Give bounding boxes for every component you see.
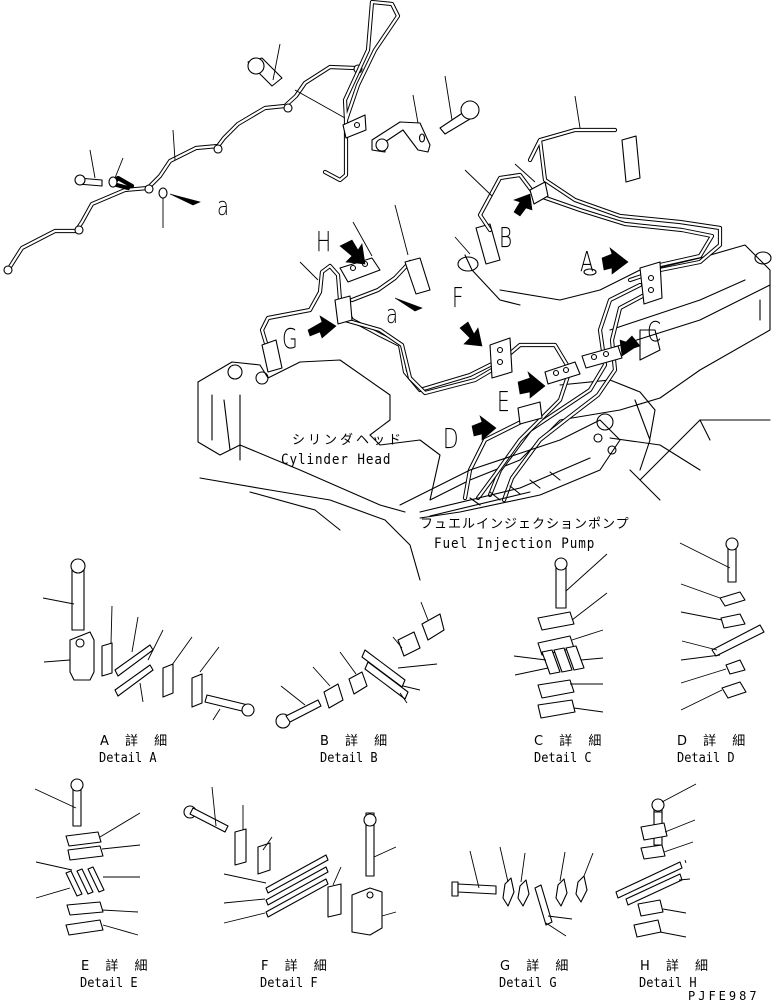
engine-block [197, 244, 772, 581]
callout-h: H [316, 225, 332, 258]
detail-h-title-jp: H 詳 細 [640, 959, 715, 974]
callout-e: E [497, 385, 510, 418]
detail-b-title-jp: B 詳 細 [320, 734, 394, 749]
callout-c: C [647, 315, 662, 348]
detail-e-title-jp: E 詳 細 [81, 959, 154, 974]
callout-a: A [580, 245, 594, 278]
detail-h-parts [615, 783, 697, 938]
cylinder-head-label-en: Cylinder Head [281, 452, 392, 468]
callout-a-lower-top: a [217, 192, 229, 222]
detail-g-title-jp: G 詳 細 [500, 959, 575, 974]
detail-f-parts [183, 786, 397, 936]
fuel-pump-label-jp: フュエルインジェクションポンプ [420, 517, 630, 532]
detail-a-parts [42, 558, 255, 721]
installed-pipe-bundles [259, 95, 771, 519]
detail-c-title-en: Detail C [534, 751, 592, 766]
callout-b: B [499, 221, 513, 254]
detail-g-title-en: Detail G [499, 976, 557, 991]
detail-d-parts [679, 537, 765, 711]
detail-b-title-en: Detail B [320, 751, 378, 766]
callout-f: F [452, 281, 464, 314]
loose-injection-pipes [3, 0, 480, 275]
detail-c-parts [513, 553, 608, 719]
cylinder-head-label-jp: シリンダヘッド [292, 433, 405, 448]
callout-a-lower-mid: a [386, 300, 398, 330]
drawing-code: PJFE987 [688, 989, 760, 1003]
detail-a-title-jp: A 詳 細 [100, 734, 174, 749]
fuel-pump-label-en: Fuel Injection Pump [434, 536, 596, 552]
detail-a-title-en: Detail A [99, 751, 157, 766]
callout-g: G [282, 322, 298, 355]
detail-c-title-jp: C 詳 細 [534, 734, 608, 749]
detail-h-title-en: Detail H [639, 976, 697, 991]
detail-g-parts [451, 846, 594, 937]
detail-e-title-en: Detail E [80, 976, 138, 991]
detail-e-parts [34, 778, 141, 936]
callout-d: D [443, 422, 459, 455]
detail-d-title-en: Detail D [677, 751, 735, 766]
detail-d-title-jp: D 詳 細 [677, 734, 752, 749]
detail-b-parts [275, 601, 445, 729]
detail-f-title-en: Detail F [260, 976, 318, 991]
detail-f-title-jp: F 詳 細 [261, 959, 333, 974]
